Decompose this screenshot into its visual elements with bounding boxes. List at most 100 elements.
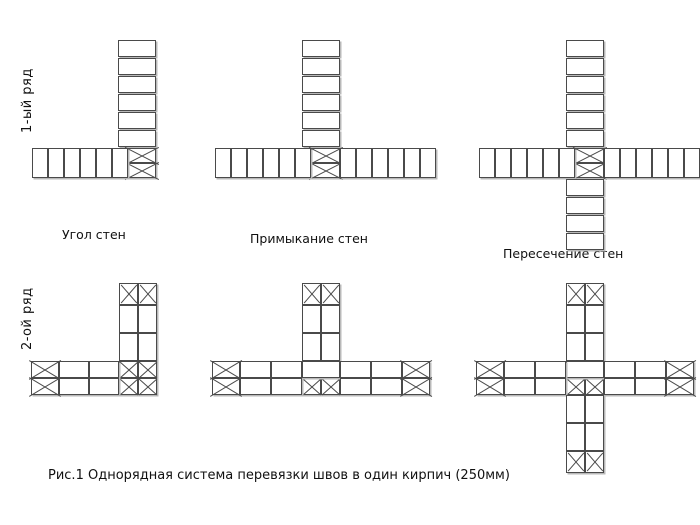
- brick-plain: [118, 40, 156, 57]
- brick-cross: [321, 378, 340, 395]
- brick-plain: [271, 361, 302, 378]
- caption-intersection: Пересечение стен: [503, 246, 624, 261]
- brick-cross: [212, 361, 240, 378]
- brick-plain: [566, 233, 604, 250]
- brick-cross: [119, 361, 138, 378]
- brick-plain: [119, 305, 138, 333]
- brick-plain: [138, 333, 157, 361]
- brick-plain: [279, 148, 295, 178]
- brick-cross: [402, 361, 430, 378]
- brick-cross: [476, 361, 504, 378]
- brick-plain: [302, 333, 321, 361]
- brick-plain: [504, 361, 535, 378]
- brick-plain: [118, 94, 156, 111]
- brick-plain: [64, 148, 80, 178]
- brick-plain: [566, 94, 604, 111]
- brick-plain: [96, 148, 112, 178]
- brick-cross: [127, 148, 156, 163]
- brick-plain: [119, 333, 138, 361]
- brick-plain: [566, 361, 604, 378]
- brick-cross: [575, 163, 604, 178]
- brick-plain: [48, 148, 64, 178]
- brick-plain: [302, 76, 340, 93]
- brick-plain: [59, 361, 89, 378]
- brick-plain: [566, 215, 604, 232]
- brick-plain: [543, 148, 559, 178]
- brick-cross: [321, 283, 340, 305]
- brick-cross: [476, 378, 504, 395]
- brick-plain: [566, 423, 585, 451]
- brick-plain: [535, 361, 566, 378]
- brick-cross: [585, 378, 604, 395]
- brick-plain: [302, 40, 340, 57]
- brick-plain: [566, 76, 604, 93]
- brick-plain: [231, 148, 247, 178]
- brick-cross: [119, 283, 138, 305]
- brick-cross: [566, 378, 585, 395]
- brick-plain: [138, 305, 157, 333]
- brick-plain: [566, 305, 585, 333]
- brick-plain: [620, 148, 636, 178]
- brick-plain: [356, 148, 372, 178]
- row-label-1: 1-ый ряд: [20, 68, 35, 133]
- brick-cross: [311, 148, 340, 163]
- brick-cross: [138, 361, 157, 378]
- brick-plain: [80, 148, 96, 178]
- brick-plain: [302, 361, 340, 378]
- brick-plain: [302, 58, 340, 75]
- brick-plain: [404, 148, 420, 178]
- brick-cross: [666, 361, 694, 378]
- caption-corner: Угол стен: [62, 227, 126, 242]
- brick-plain: [585, 333, 604, 361]
- brick-plain: [479, 148, 495, 178]
- brick-plain: [118, 58, 156, 75]
- brick-plain: [388, 148, 404, 178]
- brick-cross: [311, 163, 340, 178]
- brick-plain: [59, 378, 89, 395]
- brick-plain: [566, 40, 604, 57]
- caption-abutment: Примыкание стен: [250, 231, 368, 246]
- brick-cross: [585, 283, 604, 305]
- brick-cross: [566, 451, 585, 473]
- brick-cross: [138, 283, 157, 305]
- brick-cross: [302, 378, 321, 395]
- brick-plain: [340, 361, 371, 378]
- brick-plain: [566, 130, 604, 147]
- main-caption: Рис.1 Однорядная система перевязки швов …: [48, 468, 510, 483]
- brick-plain: [585, 395, 604, 423]
- brick-plain: [559, 148, 575, 178]
- brick-plain: [635, 378, 666, 395]
- brick-plain: [527, 148, 543, 178]
- brick-plain: [112, 148, 128, 178]
- brick-plain: [566, 395, 585, 423]
- brick-plain: [635, 361, 666, 378]
- brick-plain: [321, 305, 340, 333]
- brick-plain: [604, 378, 635, 395]
- brick-plain: [302, 94, 340, 111]
- brick-plain: [295, 148, 311, 178]
- brick-cross: [402, 378, 430, 395]
- brick-plain: [371, 361, 402, 378]
- brick-plain: [240, 361, 271, 378]
- brick-plain: [340, 148, 356, 178]
- brick-cross: [302, 283, 321, 305]
- brick-plain: [372, 148, 388, 178]
- brick-plain: [32, 148, 48, 178]
- brick-plain: [118, 130, 156, 147]
- brick-cross: [666, 378, 694, 395]
- brick-plain: [340, 378, 371, 395]
- brick-cross: [31, 361, 59, 378]
- brick-cross: [585, 451, 604, 473]
- brick-cross: [138, 378, 157, 395]
- brick-plain: [263, 148, 279, 178]
- brick-plain: [495, 148, 511, 178]
- brick-plain: [604, 148, 620, 178]
- brick-plain: [118, 76, 156, 93]
- brick-plain: [636, 148, 652, 178]
- brick-plain: [371, 378, 402, 395]
- brick-plain: [566, 112, 604, 129]
- brick-plain: [684, 148, 700, 178]
- brick-cross: [575, 148, 604, 163]
- brick-plain: [668, 148, 684, 178]
